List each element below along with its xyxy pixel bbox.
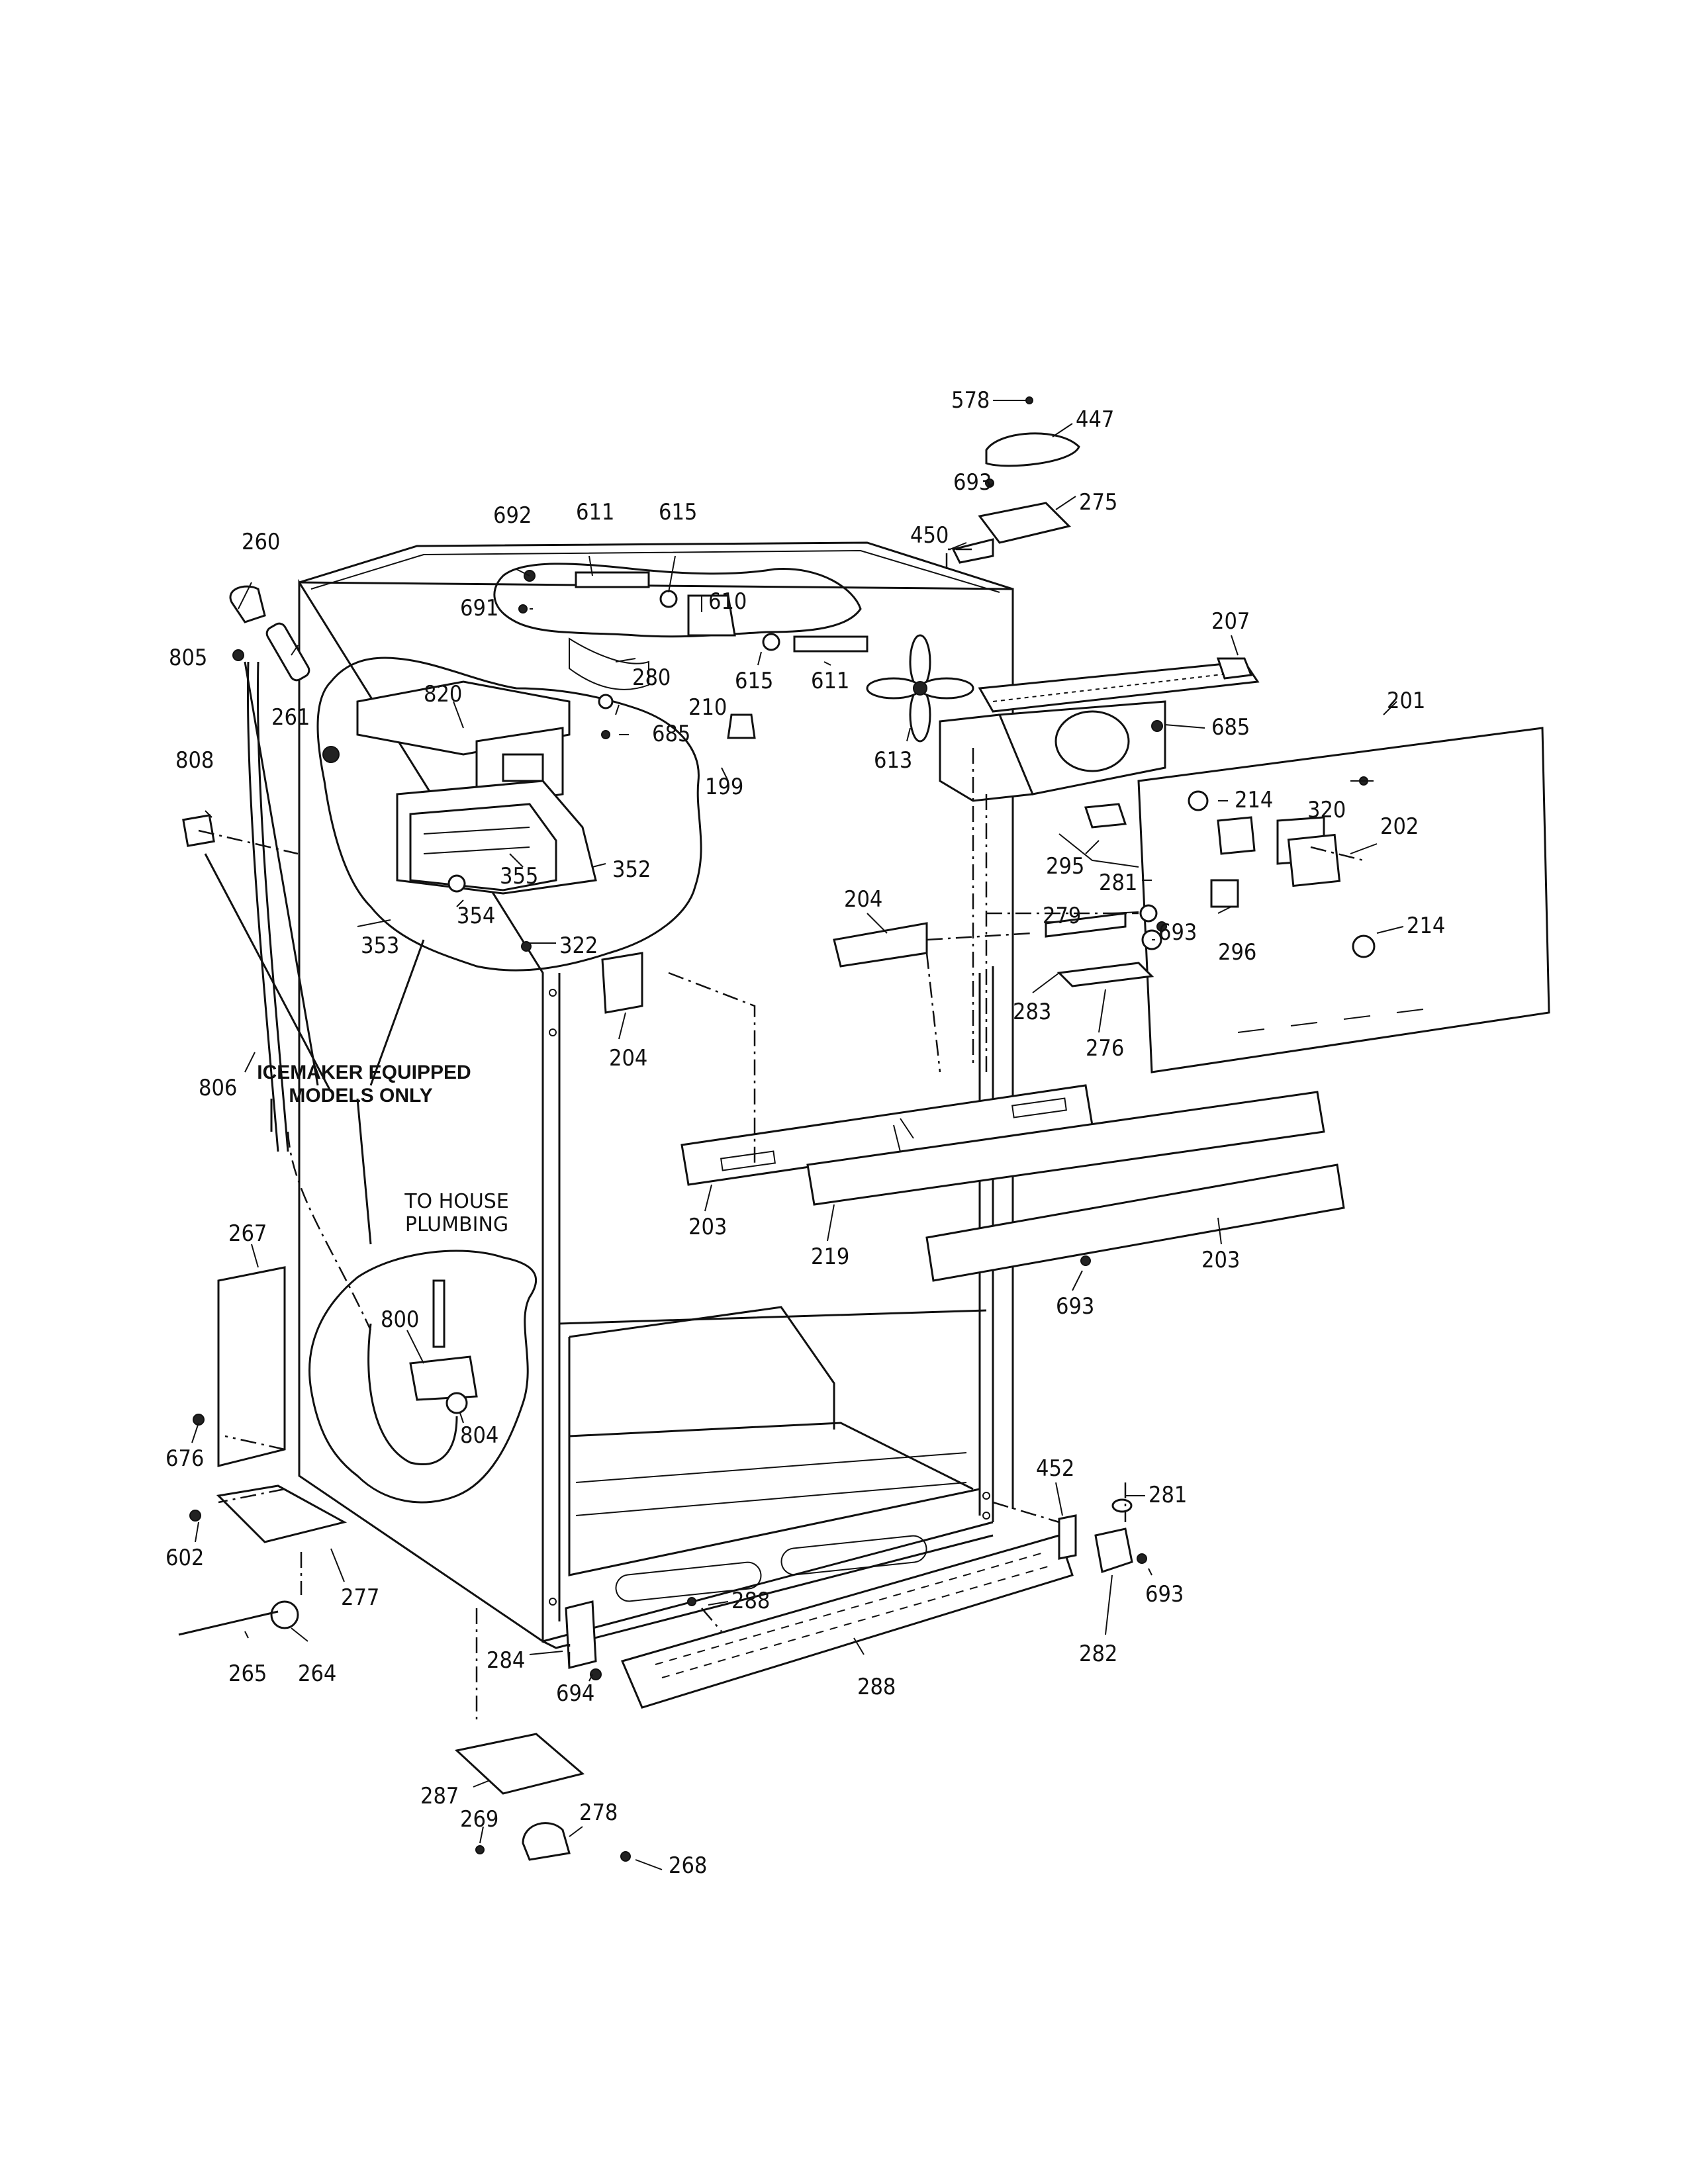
callout-693: 693: [1056, 1293, 1094, 1320]
callout-804: 804: [460, 1422, 498, 1449]
plumbing-note-line1: TO HOUSE: [404, 1190, 509, 1213]
callout-322: 322: [559, 933, 598, 959]
callout-207: 207: [1211, 608, 1250, 635]
callout-202: 202: [1380, 813, 1419, 840]
callout-691: 691: [460, 595, 498, 621]
callout-450: 450: [910, 522, 949, 549]
bottom-parts: [454, 1498, 1133, 1861]
cross-rails: [601, 952, 1345, 1282]
callout-693: 693: [953, 469, 992, 496]
callout-278: 278: [579, 1799, 618, 1826]
callout-602: 602: [165, 1545, 204, 1571]
top-cutaway: [493, 563, 868, 739]
leader-lines: [191, 400, 1404, 1870]
callout-265: 265: [228, 1661, 267, 1687]
callout-355: 355: [500, 863, 538, 889]
callout-269: 269: [460, 1806, 498, 1833]
callout-288: 288: [731, 1588, 770, 1614]
callout-268: 268: [669, 1852, 707, 1879]
callout-676: 676: [165, 1445, 204, 1472]
callout-264: 264: [298, 1661, 336, 1687]
callout-452: 452: [1036, 1455, 1074, 1482]
callout-203: 203: [688, 1214, 727, 1240]
callout-685: 685: [652, 721, 690, 747]
callout-280: 280: [632, 664, 671, 691]
screws: [189, 396, 1368, 1862]
callout-282: 282: [1079, 1641, 1117, 1667]
callout-261: 261: [271, 704, 310, 731]
notes: ICEMAKER EQUIPPED MODELS ONLY TO HOUSE P…: [257, 1062, 509, 1236]
callout-353: 353: [361, 933, 399, 959]
callout-287: 287: [420, 1783, 459, 1809]
callout-692: 692: [493, 502, 532, 529]
callout-281: 281: [1149, 1482, 1187, 1508]
callout-808: 808: [175, 747, 214, 774]
plumbing-note-line2: PLUMBING: [405, 1213, 508, 1236]
callout-283: 283: [1013, 999, 1051, 1025]
callout-214: 214: [1407, 913, 1445, 939]
callout-284: 284: [487, 1647, 525, 1674]
callout-281: 281: [1099, 870, 1137, 896]
cabinet-body: [298, 541, 1014, 1649]
callout-210: 210: [688, 694, 727, 721]
callout-800: 800: [381, 1306, 419, 1333]
callout-279: 279: [1043, 903, 1081, 929]
callout-354: 354: [457, 903, 495, 929]
callout-694: 694: [556, 1680, 594, 1707]
callout-611: 611: [811, 668, 849, 694]
callout-352: 352: [612, 856, 651, 883]
callout-201: 201: [1387, 688, 1425, 714]
callout-295: 295: [1046, 853, 1084, 880]
left-parts: [178, 585, 348, 1636]
callout-578: 578: [951, 387, 990, 414]
callout-693: 693: [1158, 919, 1197, 946]
callout-615: 615: [735, 668, 773, 694]
water-valve-cutaway: [308, 1250, 537, 1504]
callout-260: 260: [242, 529, 280, 555]
callout-615: 615: [659, 499, 697, 525]
icemaker-note-line2: MODELS ONLY: [289, 1085, 432, 1107]
callout-610: 610: [708, 588, 747, 615]
top-hinge: [951, 432, 1080, 564]
icemaker-cutaway: [316, 657, 702, 972]
callout-820: 820: [424, 681, 462, 707]
callout-204: 204: [609, 1045, 647, 1071]
callout-214: 214: [1235, 787, 1273, 813]
icemaker-note-line1: ICEMAKER EQUIPPED: [257, 1062, 471, 1083]
callout-203: 203: [1201, 1247, 1240, 1273]
callout-693: 693: [1145, 1581, 1184, 1608]
callout-219: 219: [811, 1244, 849, 1270]
callout-204: 204: [844, 886, 882, 913]
callout-267: 267: [228, 1220, 267, 1247]
callout-296: 296: [1218, 939, 1256, 966]
callout-277: 277: [341, 1584, 379, 1611]
callout-805: 805: [169, 645, 207, 671]
callout-labels: 578 447 693 275 450 207 260 692 611 615 …: [165, 387, 1445, 1879]
control-housing: [833, 634, 1550, 1073]
callout-275: 275: [1079, 489, 1117, 516]
callout-613: 613: [874, 747, 912, 774]
callout-288: 288: [857, 1674, 896, 1700]
callout-276: 276: [1086, 1035, 1124, 1062]
callout-806: 806: [199, 1075, 237, 1101]
callout-447: 447: [1076, 406, 1114, 433]
callout-199: 199: [705, 774, 743, 800]
callout-685: 685: [1211, 714, 1250, 741]
callout-611: 611: [576, 499, 614, 525]
callout-320: 320: [1307, 797, 1346, 823]
